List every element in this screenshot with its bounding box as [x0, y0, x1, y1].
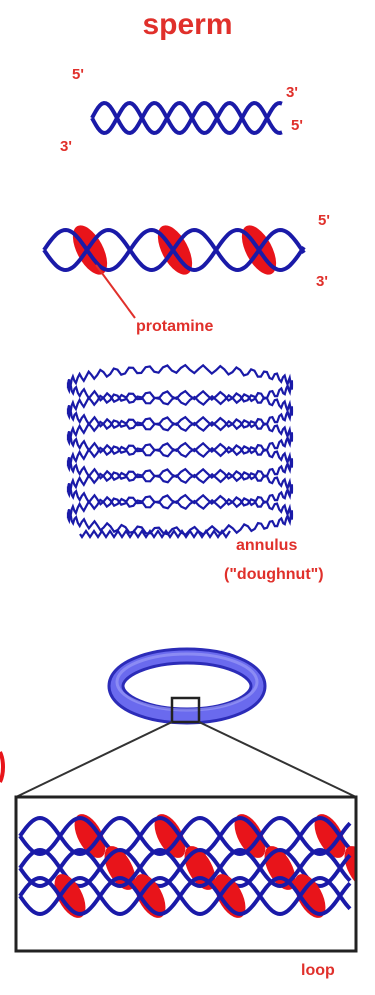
protamine-label: protamine — [136, 318, 213, 336]
dna-double-helix — [92, 103, 282, 133]
dna-right-top-end: 3' — [286, 84, 298, 101]
dna-left-bottom-end: 3' — [60, 138, 72, 155]
zoom-line-right — [199, 722, 356, 797]
annulus-coil — [68, 365, 292, 537]
page-title: sperm — [0, 8, 375, 42]
dna-right-bottom-end: 5' — [291, 117, 303, 134]
dna-left-top-end: 5' — [72, 66, 84, 83]
protamine-dna-right-bottom-end: 3' — [316, 273, 328, 290]
annulus-doughnut-label: ("doughnut") — [224, 566, 324, 584]
zoomed-helices — [20, 809, 375, 923]
loop-label: loop — [301, 962, 335, 980]
protamine-bound-helix — [44, 220, 304, 318]
edge-red-mark — [0, 752, 3, 782]
protamine-dna-right-top-end: 5' — [318, 212, 330, 229]
annulus-label: annulus — [236, 537, 297, 555]
zoom-line-left — [16, 722, 172, 797]
protamine-pointer-line — [96, 265, 135, 318]
zoomed-loop-detail — [20, 809, 375, 923]
loop-ring — [116, 654, 258, 716]
